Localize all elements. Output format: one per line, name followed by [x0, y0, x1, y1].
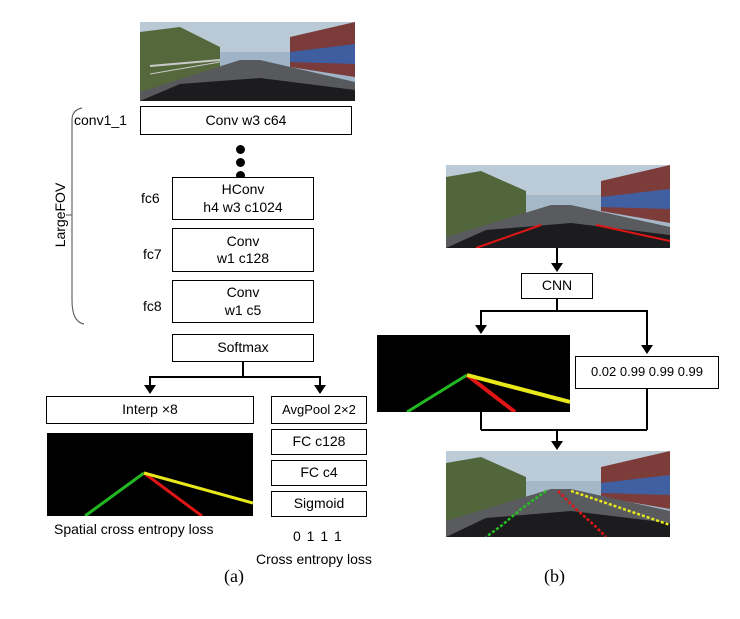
- input-road-image-a: [140, 22, 355, 101]
- fc7-label: fc7: [143, 246, 162, 262]
- fc8-line2: w1 c5: [224, 301, 262, 318]
- interp-box: Interp ×8: [46, 396, 254, 424]
- fc8-line1: Conv: [226, 284, 260, 300]
- ellipsis-dots: [236, 145, 245, 180]
- softmax-box: Softmax: [172, 334, 314, 362]
- sigmoid-box: Sigmoid: [271, 491, 367, 517]
- largefov-label: LargeFOV: [52, 182, 68, 248]
- spatial-loss-label: Spatial cross entropy loss: [54, 521, 214, 537]
- cnn-box: CNN: [521, 273, 593, 299]
- avgpool-box: AvgPool 2×2: [271, 396, 367, 424]
- fc6-box: HConv h4 w3 c1024: [172, 177, 314, 220]
- existence-prob-box: 0.02 0.99 0.99 0.99: [575, 356, 719, 389]
- fc8-label: fc8: [143, 298, 162, 314]
- caption-a: (a): [224, 566, 244, 586]
- fc128-box: FC c128: [271, 429, 367, 455]
- caption-b: (b): [544, 566, 565, 586]
- lane-segmentation-image-a: [47, 433, 253, 516]
- fc4-box: FC c4: [271, 460, 367, 486]
- fc7-line2: w1 c128: [216, 250, 270, 266]
- fc6-label: fc6: [141, 190, 160, 206]
- fc7-line1: Conv: [226, 232, 260, 249]
- input-road-image-b: [446, 165, 670, 248]
- conv1-label: conv1_1: [74, 112, 127, 128]
- existence-label: 0 1 1 1: [293, 528, 343, 544]
- fc8-box: Conv w1 c5: [172, 280, 314, 323]
- ce-loss-label: Cross entropy loss: [256, 551, 372, 567]
- output-road-image-b: [446, 451, 670, 537]
- fc6-line1: HConv: [221, 181, 265, 197]
- fc6-line2: h4 w3 c1024: [203, 198, 283, 215]
- lane-segmentation-image-b: [377, 335, 570, 412]
- conv1-box: Conv w3 c64: [140, 106, 352, 135]
- fc7-box: Conv w1 c128: [172, 228, 314, 272]
